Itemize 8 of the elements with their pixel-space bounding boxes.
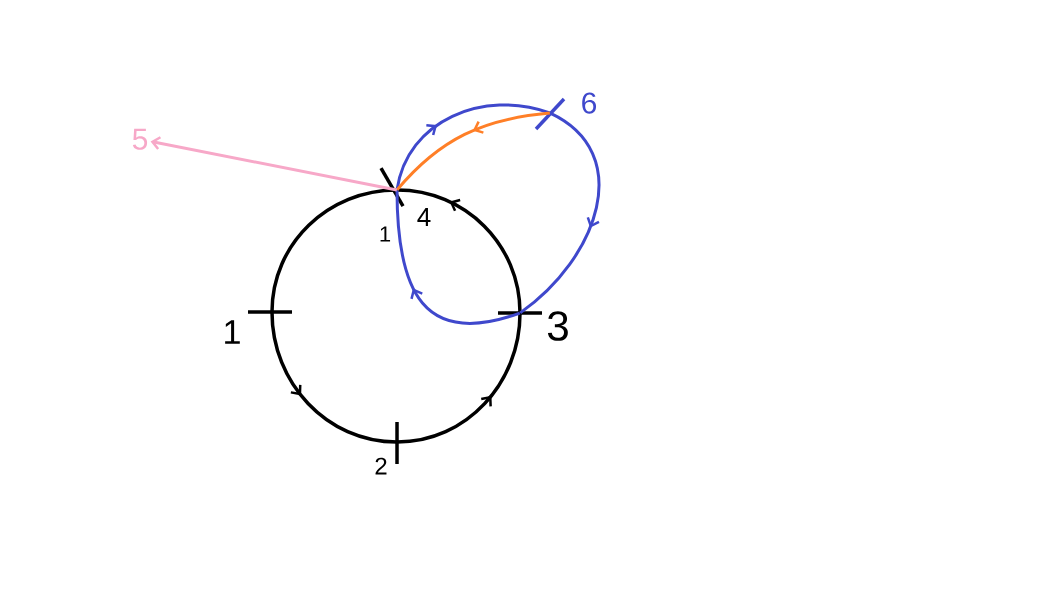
point-label: 1 <box>225 320 240 344</box>
small-label: 1 <box>380 226 391 242</box>
point-label: 3 <box>547 311 568 341</box>
point-label: 4 <box>417 208 431 226</box>
point-label: 5 <box>132 128 148 150</box>
arrow <box>150 136 398 192</box>
point-label: 6 <box>582 92 597 114</box>
point-label: 2 <box>375 457 387 475</box>
